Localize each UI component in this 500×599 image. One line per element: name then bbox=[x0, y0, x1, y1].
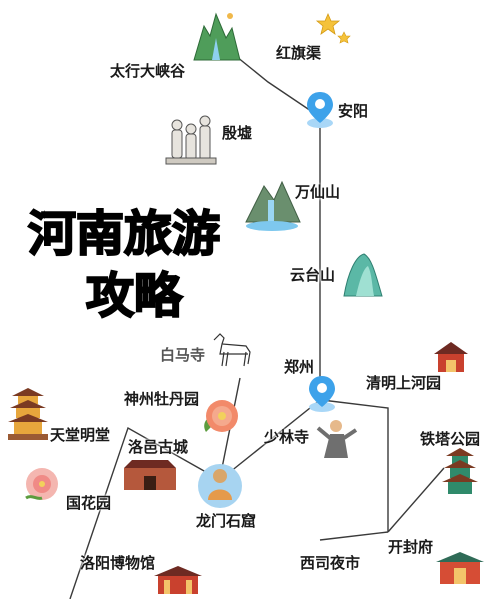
buddha-statue-icon bbox=[198, 464, 242, 508]
red-pavilion-icon bbox=[434, 342, 468, 372]
place-label-luoyangmuseum: 洛阳博物馆 bbox=[80, 554, 156, 572]
route-luoyang-west bbox=[69, 426, 221, 599]
green-peak-icon bbox=[343, 253, 383, 297]
route-zhengzhou-kaifeng bbox=[321, 399, 389, 532]
pagoda-icon bbox=[8, 388, 48, 440]
route-north bbox=[215, 39, 321, 400]
place-label-zhengzhou: 郑州 bbox=[284, 358, 315, 376]
place-label-luoyigucheng: 洛邑古城 bbox=[128, 438, 189, 456]
route-zhengzhou-luoyang bbox=[219, 399, 321, 481]
page-title-line1: 河南旅游 bbox=[27, 206, 221, 262]
ancient-city-wall-icon bbox=[124, 460, 176, 490]
place-label-shaolinsi: 少林寺 bbox=[264, 428, 310, 446]
peach-blossom-icon bbox=[25, 468, 58, 500]
place-label-tiegong: 铁塔公园 bbox=[420, 430, 481, 448]
place-label-guohuayuan: 国花园 bbox=[66, 494, 112, 512]
warrior-statues-icon bbox=[165, 115, 217, 165]
place-label-hongqiqu: 红旗渠 bbox=[276, 44, 322, 62]
iron-pagoda-icon bbox=[442, 448, 478, 494]
place-label-yinxu: 殷墟 bbox=[222, 124, 253, 142]
place-label-baimasi: 白马寺 bbox=[160, 346, 206, 364]
place-label-taihang: 太行大峡谷 bbox=[110, 62, 186, 80]
place-label-qingming: 清明上河园 bbox=[366, 374, 442, 392]
palace-gate-icon bbox=[436, 552, 484, 584]
peony-flower-icon bbox=[204, 400, 238, 432]
place-label-yuntaishan: 云台山 bbox=[290, 266, 336, 284]
mountain-gorge-icon bbox=[193, 12, 241, 61]
star-icon bbox=[315, 12, 351, 44]
horse-icon bbox=[213, 333, 251, 367]
location-pin-icon bbox=[309, 376, 335, 412]
place-label-mudanyuan: 神州牡丹园 bbox=[124, 390, 200, 408]
route-xisi bbox=[319, 531, 389, 541]
route-kaifeng-tieta bbox=[387, 467, 445, 533]
waterfall-mountain-icon bbox=[245, 180, 301, 231]
place-label-xisi: 西司夜市 bbox=[300, 554, 361, 572]
place-label-wanxianshan: 万仙山 bbox=[295, 183, 341, 201]
museum-icon bbox=[154, 566, 202, 594]
place-label-kaifeng: 开封府 bbox=[388, 538, 434, 556]
monk-kungfu-icon bbox=[316, 420, 358, 458]
place-label-longmen: 龙门石窟 bbox=[196, 512, 257, 530]
place-label-tiantang: 天堂明堂 bbox=[50, 426, 111, 444]
page-title-line2: 攻略 bbox=[85, 268, 183, 324]
location-pin-icon bbox=[307, 92, 333, 128]
place-label-anyang: 安阳 bbox=[338, 102, 369, 120]
